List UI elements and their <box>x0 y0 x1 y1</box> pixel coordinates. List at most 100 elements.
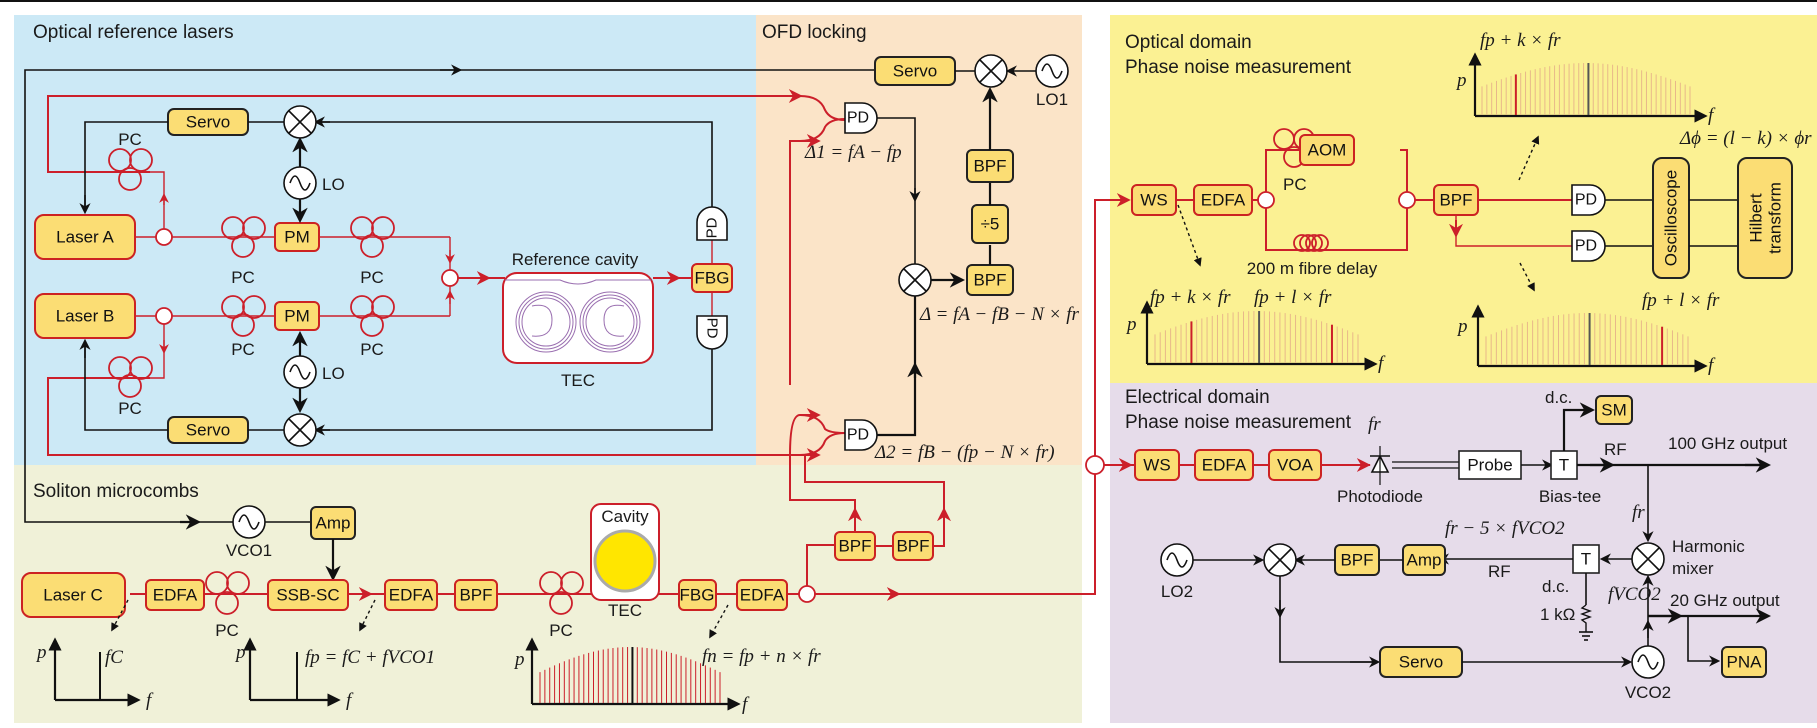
hilbert-transform[interactable] <box>1737 157 1793 279</box>
pm-b[interactable] <box>274 301 320 331</box>
fibre-to-ofd-a <box>47 95 800 173</box>
photodetector-icon: PD <box>1571 184 1606 216</box>
probe[interactable] <box>1458 450 1522 480</box>
edfa-1[interactable] <box>145 579 205 611</box>
rf-label: RF <box>1488 562 1511 581</box>
voa-label: VOA <box>1277 456 1314 475</box>
laser-c-label: Laser C <box>43 586 103 605</box>
fibre-spool-icon <box>1293 234 1329 252</box>
mixer-icon <box>974 54 1008 88</box>
svg-text:PD: PD <box>1575 192 1597 209</box>
fibre <box>804 455 945 547</box>
pc-label: PC <box>118 399 142 418</box>
svg-text:p: p <box>1456 316 1468 337</box>
hilbert-label: transform <box>1766 182 1785 254</box>
servo-label: Servo <box>893 62 937 81</box>
pc-icon <box>221 216 266 258</box>
photodetector-icon: PD <box>696 206 728 241</box>
phase-equation: Δϕ = (l − k) × ϕr <box>1679 128 1812 149</box>
pc-icon <box>108 148 153 191</box>
rf-label: RF <box>1604 440 1627 459</box>
bias-tee-label: Bias-tee <box>1539 487 1601 506</box>
coupler <box>1398 191 1416 209</box>
edfa-label: EDFA <box>1201 191 1246 210</box>
servo-label: Servo <box>1399 653 1443 672</box>
pc-label: PC <box>360 268 384 287</box>
bpf-soliton[interactable] <box>454 579 498 611</box>
wire <box>295 349 713 431</box>
pc-icon <box>221 295 266 337</box>
tec-label: TEC <box>561 371 595 390</box>
pna[interactable] <box>1721 646 1767 678</box>
fibre <box>150 171 165 229</box>
sm-label: SM <box>1601 401 1627 420</box>
pna-label: PNA <box>1727 653 1763 672</box>
edfa-label: EDFA <box>389 586 434 605</box>
dashed-pointer <box>1177 204 1202 267</box>
edfa-2[interactable] <box>384 579 438 611</box>
svg-text:PD: PD <box>704 217 721 238</box>
lo-label: LO <box>322 175 345 194</box>
t-label: T <box>1581 550 1591 569</box>
pm-label: PM <box>284 307 310 326</box>
svg-text:fp = fC + fVCO1: fp = fC + fVCO1 <box>305 647 435 668</box>
dashed-pointer <box>1519 262 1535 292</box>
photodetector-icon: PD <box>1571 230 1606 262</box>
bpf-label: BPF <box>973 157 1006 176</box>
pc-label: PC <box>1283 175 1307 194</box>
fbg-label: FBG <box>680 586 715 605</box>
vco1-label: VCO1 <box>226 541 272 560</box>
svg-text:PD: PD <box>847 110 869 127</box>
title-ofd-locking: OFD locking <box>762 22 867 43</box>
bias-tee-2[interactable] <box>1572 544 1600 574</box>
output-100ghz-label: 100 GHz output <box>1668 434 1787 453</box>
sm[interactable] <box>1595 395 1633 425</box>
spectrum-top: pf <box>1455 52 1716 126</box>
output-20ghz-label: 20 GHz output <box>1670 591 1780 610</box>
fibre-delay-label: 200 m fibre delay <box>1247 259 1378 278</box>
dc-label: d.c. <box>1545 388 1572 407</box>
svg-text:p: p <box>1125 314 1137 335</box>
ssb-label: SSB-SC <box>276 586 339 605</box>
svg-text:f: f <box>1708 355 1716 376</box>
dashed-pointer <box>709 604 729 639</box>
t-label: T <box>1559 456 1569 475</box>
laser-c[interactable] <box>21 572 126 618</box>
ws-label: WS <box>1143 456 1170 475</box>
oscilloscope[interactable] <box>1652 157 1690 279</box>
bias-tee-1[interactable] <box>1550 450 1578 480</box>
harmonic-mixer-icon <box>1631 542 1665 576</box>
divider-label: ÷5 <box>981 215 1000 234</box>
mixer-icon <box>1263 543 1297 577</box>
dc-label: d.c. <box>1542 577 1569 596</box>
lo-oscillator-icon <box>283 355 317 389</box>
reference-cavity-label: Reference cavity <box>512 250 639 269</box>
servo-label: Servo <box>186 113 230 132</box>
svg-text:PD: PD <box>704 318 721 339</box>
spectrum-left-label-k: fp + k × fr <box>1150 287 1231 308</box>
edfa-label: EDFA <box>153 586 198 605</box>
harmonic-mixer-label: Harmonic <box>1672 537 1745 556</box>
svg-text:f: f <box>146 690 154 711</box>
fbg-soliton[interactable] <box>678 579 717 611</box>
pc-label: PC <box>549 621 573 640</box>
oscilloscope-label: Oscilloscope <box>1662 170 1681 266</box>
aom[interactable] <box>1299 134 1355 166</box>
svg-text:PD: PD <box>1575 238 1597 255</box>
lo1-label: LO1 <box>1036 90 1068 109</box>
combiner <box>441 269 459 287</box>
wire <box>84 341 168 431</box>
panel-ofd-locking <box>756 15 1082 465</box>
ssb-sc[interactable] <box>267 579 349 611</box>
title-electrical-domain-2: Phase noise measurement <box>1125 412 1352 433</box>
svg-text:p: p <box>513 649 525 670</box>
mixer-icon <box>283 105 317 139</box>
wire <box>84 121 168 212</box>
spectrum-left-label-l: fp + l × fr <box>1254 287 1332 308</box>
spectrum-top-label: fp + k × fr <box>1480 30 1561 51</box>
pc-label: PC <box>360 340 384 359</box>
fbg-label: FBG <box>695 269 730 288</box>
coupler <box>1085 455 1105 475</box>
edfa-3[interactable] <box>736 579 788 611</box>
hilbert-label: Hilbert <box>1747 193 1766 242</box>
